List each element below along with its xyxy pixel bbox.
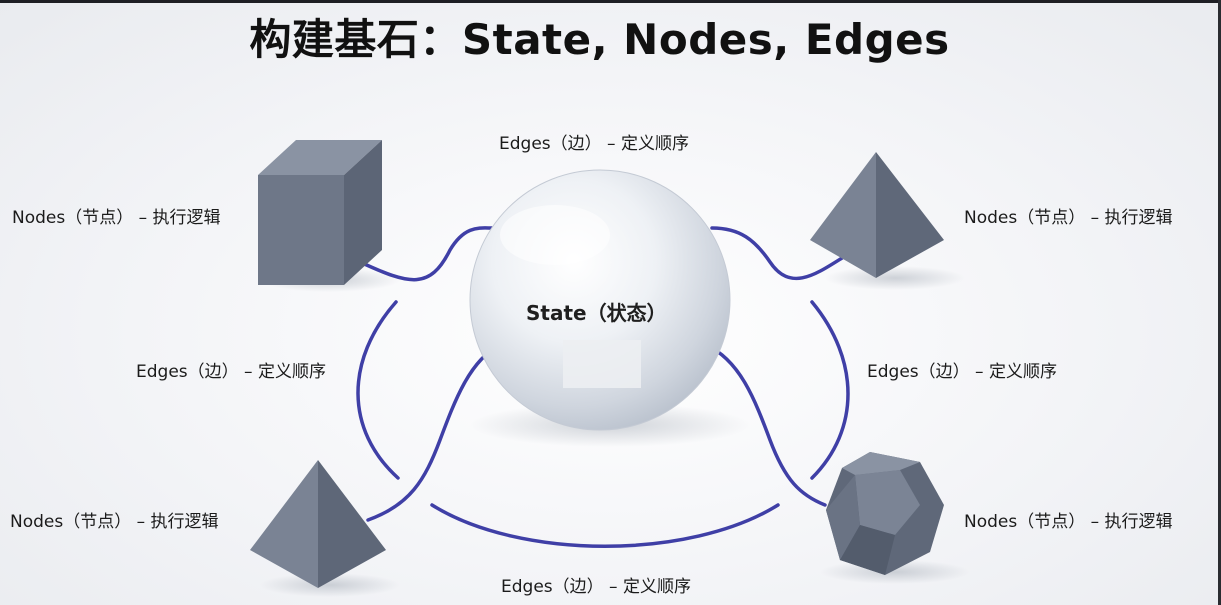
edge-state-to-bottomright xyxy=(704,343,827,507)
pyramid-bl-shadow xyxy=(260,573,400,597)
sphere-highlight-patch xyxy=(563,340,641,388)
dodeca-shadow xyxy=(820,560,970,584)
edge-label-right: Edges（边） – 定义顺序 xyxy=(867,362,1057,382)
edge-state-to-bottomleft xyxy=(366,343,502,522)
window-right-border xyxy=(1218,0,1221,605)
sphere-icon xyxy=(469,169,731,431)
pyramid-icon xyxy=(810,152,944,278)
node-label-bottom-right: Nodes（节点） – 执行逻辑 xyxy=(964,512,1173,532)
edge-state-to-topright xyxy=(710,226,844,281)
state-label: State（状态） xyxy=(526,301,667,325)
page-title-container: 构建基石：State, Nodes, Edges xyxy=(0,6,1221,67)
node-label-top-right: Nodes（节点） – 执行逻辑 xyxy=(964,208,1173,228)
edge-right-arc xyxy=(810,300,850,480)
node-label-bottom-left: Nodes（节点） – 执行逻辑 xyxy=(10,512,219,532)
window-top-border xyxy=(0,0,1221,3)
edge-label-top: Edges（边） – 定义顺序 xyxy=(499,134,689,154)
edge-label-left: Edges（边） – 定义顺序 xyxy=(136,362,326,382)
cube-icon xyxy=(258,140,382,285)
pyramid-tr-shadow xyxy=(825,266,965,290)
page-title: 构建基石：State, Nodes, Edges xyxy=(249,15,950,64)
dodecahedron-icon xyxy=(826,452,944,575)
edge-left-arc xyxy=(356,300,400,480)
edge-state-to-topleft xyxy=(358,226,494,282)
edge-lines xyxy=(356,226,850,548)
edge-label-bottom: Edges（边） – 定义顺序 xyxy=(501,577,691,597)
node-label-top-left: Nodes（节点） – 执行逻辑 xyxy=(12,208,221,228)
pyramid-icon xyxy=(250,460,386,588)
edge-bottom-arc xyxy=(430,503,780,548)
